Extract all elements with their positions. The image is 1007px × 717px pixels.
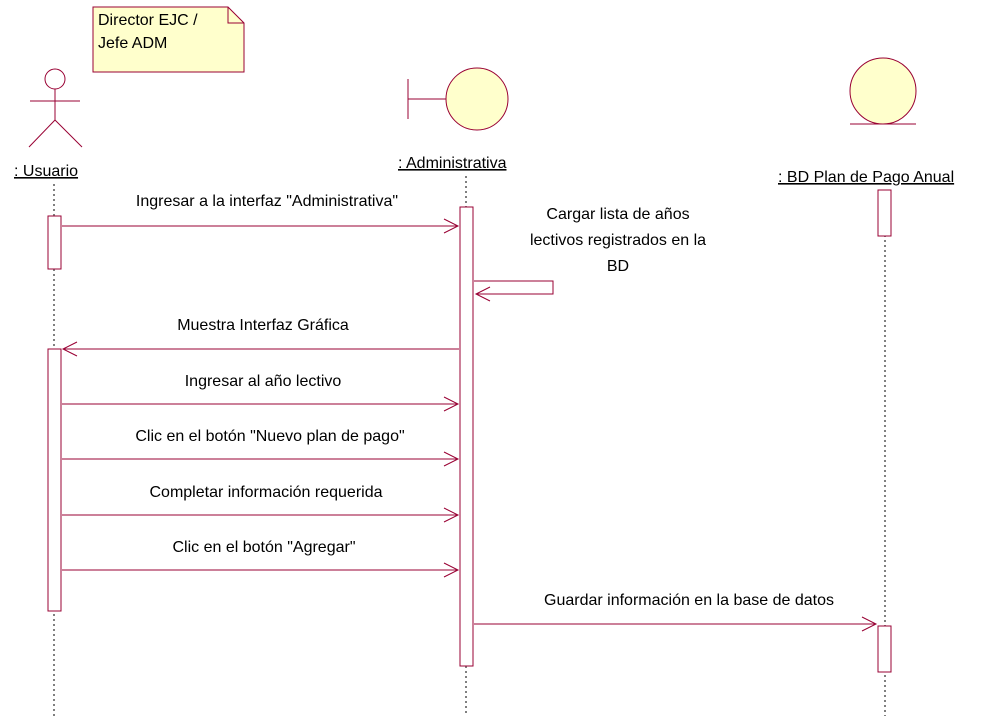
entity-icon [849,57,917,125]
note-line-1: Director EJC / [98,12,198,29]
message-label: BD [607,258,629,275]
message-label: Cargar lista de años [546,206,689,223]
note: Director EJC / Jefe ADM [92,6,245,73]
lifeline-label-bd: : BD Plan de Pago Anual [778,169,954,186]
message-label: Ingresar al año lectivo [185,373,342,390]
note-line-2: Jefe ADM [98,35,167,52]
activation-bars [47,189,892,673]
message-label: Clic en el botón "Agregar" [172,539,355,556]
message-label: Muestra Interfaz Gráfica [177,317,349,334]
boundary-icon [407,67,509,131]
message-label: Completar información requerida [150,484,383,501]
message-label: Clic en el botón "Nuevo plan de pago" [135,428,404,445]
message-label: lectivos registrados en la [530,232,706,249]
actor-icon [28,68,83,148]
message-arrows [61,218,878,632]
lifeline-label-usuario: : Usuario [14,163,78,180]
message-label: Ingresar a la interfaz "Administrativa" [136,193,398,210]
lifeline-label-administrativa: : Administrativa [398,155,507,172]
message-label: Guardar información en la base de datos [544,592,834,609]
